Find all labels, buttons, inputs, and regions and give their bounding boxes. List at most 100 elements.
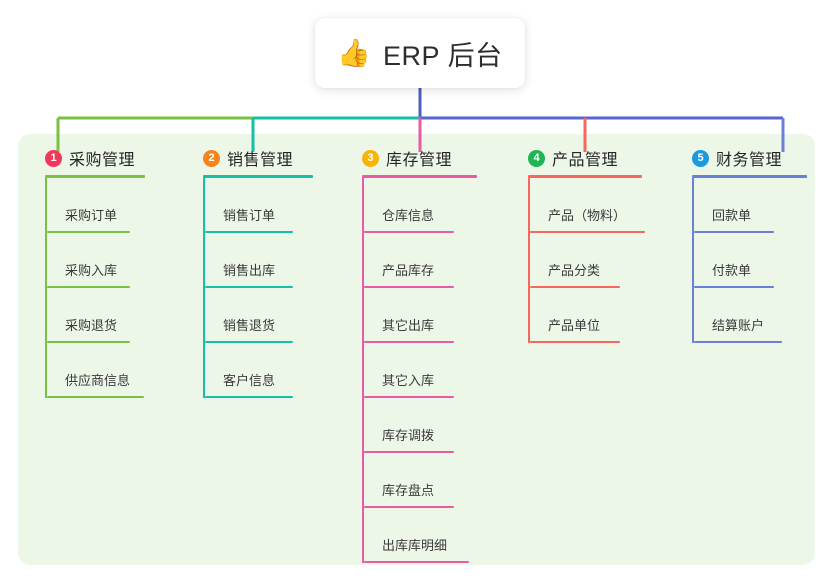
branch-spine [692, 178, 694, 343]
branch-column-3: 3 库存管理仓库信息产品库存其它出库其它入库库存调拨库存盘点出库库明细 [362, 146, 477, 563]
branch-item-rule [530, 286, 620, 288]
branch-spine [528, 178, 530, 343]
branch-item[interactable]: 供应商信息 [47, 343, 145, 398]
branch-item-label: 客户信息 [223, 373, 276, 388]
branch-item-rule [694, 341, 782, 343]
branch-spine [45, 178, 47, 398]
branch-item[interactable]: 产品库存 [364, 233, 477, 288]
branch-number-badge: 3 [362, 149, 379, 167]
branch-item[interactable]: 产品（物料） [530, 178, 645, 233]
branch-item-rule [530, 231, 645, 233]
branch-item-rule [364, 396, 454, 398]
branch-number-badge: 4 [528, 149, 545, 167]
branch-item-rule [364, 561, 469, 563]
branch-item[interactable]: 客户信息 [205, 343, 313, 398]
branch-item[interactable]: 库存盘点 [364, 453, 477, 508]
branch-item-label: 销售出库 [223, 263, 276, 278]
branch-item[interactable]: 产品单位 [530, 288, 642, 343]
branch-item-rule [694, 231, 774, 233]
branch-spine [362, 178, 364, 563]
branch-item[interactable]: 付款单 [694, 233, 807, 288]
branch-item[interactable]: 仓库信息 [364, 178, 477, 233]
branch-item[interactable]: 出库库明细 [364, 508, 477, 563]
branch-item-label: 付款单 [712, 263, 752, 278]
branch-item-rule [364, 341, 454, 343]
branch-item-label: 库存盘点 [382, 483, 435, 498]
branch-column-4: 4 产品管理产品（物料） 产品分类产品单位 [528, 146, 645, 343]
branch-item-rule [47, 396, 144, 398]
branch-column-2: 2 销售管理销售订单销售出库销售退货客户信息 [203, 146, 313, 398]
branch-item-label: 回款单 [712, 208, 752, 223]
branch-item-rule [205, 231, 293, 233]
branch-item-label: 出库库明细 [382, 538, 448, 553]
branch-item-label: 仓库信息 [382, 208, 435, 223]
branch-number-badge: 5 [692, 149, 709, 167]
branch-item-rule [364, 231, 454, 233]
branch-item-rule [205, 286, 293, 288]
branch-item[interactable]: 库存调拨 [364, 398, 477, 453]
branch-title: 产品管理 [552, 152, 619, 169]
branch-item[interactable]: 其它入库 [364, 343, 477, 398]
branch-item[interactable]: 采购订单 [47, 178, 145, 233]
root-node-title: ERP 后台 [383, 40, 503, 71]
branch-item-rule [47, 286, 130, 288]
branch-item-label: 销售订单 [223, 208, 276, 223]
branch-header-rule [362, 175, 477, 178]
branch-item-list: 产品（物料） 产品分类产品单位 [528, 178, 645, 343]
branch-item-label: 采购入库 [65, 263, 118, 278]
branch-item-rule [694, 286, 774, 288]
branch-item[interactable]: 销售退货 [205, 288, 313, 343]
branch-header-rule [203, 175, 313, 178]
branch-item-label: 结算账户 [712, 318, 765, 333]
branch-item-rule [47, 341, 130, 343]
branch-header-5[interactable]: 5 财务管理 [692, 146, 807, 170]
branch-title: 采购管理 [69, 152, 136, 169]
branch-number-badge: 1 [45, 149, 62, 167]
thumbs-up-icon: 👍 [337, 37, 372, 68]
branch-header-rule [692, 175, 807, 178]
branch-item-rule [205, 341, 293, 343]
branch-item[interactable]: 销售出库 [205, 233, 313, 288]
branch-item-rule [364, 286, 454, 288]
branch-item-label: 采购订单 [65, 208, 118, 223]
branch-header-rule [45, 175, 145, 178]
branch-item-label: 产品单位 [548, 318, 601, 333]
branch-spine [203, 178, 205, 398]
branch-item[interactable]: 产品分类 [530, 233, 642, 288]
branch-item-label: 产品库存 [382, 263, 435, 278]
branch-item[interactable]: 回款单 [694, 178, 807, 233]
branch-item[interactable]: 采购入库 [47, 233, 145, 288]
branch-item-rule [364, 451, 454, 453]
branch-item-list: 仓库信息产品库存其它出库其它入库库存调拨库存盘点出库库明细 [362, 178, 477, 563]
branch-header-2[interactable]: 2 销售管理 [203, 146, 313, 170]
branch-title: 财务管理 [716, 152, 783, 169]
branch-item-label: 库存调拨 [382, 428, 435, 443]
branch-item-rule [47, 231, 130, 233]
branch-column-1: 1 采购管理采购订单采购入库采购退货供应商信息 [45, 146, 145, 398]
branch-header-1[interactable]: 1 采购管理 [45, 146, 145, 170]
branch-header-4[interactable]: 4 产品管理 [528, 146, 642, 170]
branch-header-3[interactable]: 3 库存管理 [362, 146, 477, 170]
branch-item[interactable]: 结算账户 [694, 288, 807, 343]
branch-item-list: 销售订单销售出库销售退货客户信息 [203, 178, 313, 398]
branch-item-rule [364, 506, 454, 508]
branch-item-label: 产品分类 [548, 263, 601, 278]
branch-item[interactable]: 销售订单 [205, 178, 313, 233]
branch-item-label: 销售退货 [223, 318, 276, 333]
branch-column-5: 5 财务管理回款单付款单结算账户 [692, 146, 807, 343]
diagram-panel [18, 134, 815, 565]
branch-number-badge: 2 [203, 149, 220, 167]
branch-header-rule [528, 175, 642, 178]
branch-item-label: 其它出库 [382, 318, 435, 333]
branch-item[interactable]: 其它出库 [364, 288, 477, 343]
branch-item-label: 供应商信息 [65, 373, 131, 388]
root-node-card[interactable]: 👍 ERP 后台 [315, 18, 525, 88]
branch-title: 库存管理 [386, 152, 453, 169]
branch-item-label: 其它入库 [382, 373, 435, 388]
branch-title: 销售管理 [227, 152, 294, 169]
branch-item-label: 产品（物料） [548, 208, 627, 223]
branch-item-rule [530, 341, 620, 343]
branch-item-label: 采购退货 [65, 318, 118, 333]
branch-item-rule [205, 396, 293, 398]
branch-item[interactable]: 采购退货 [47, 288, 145, 343]
